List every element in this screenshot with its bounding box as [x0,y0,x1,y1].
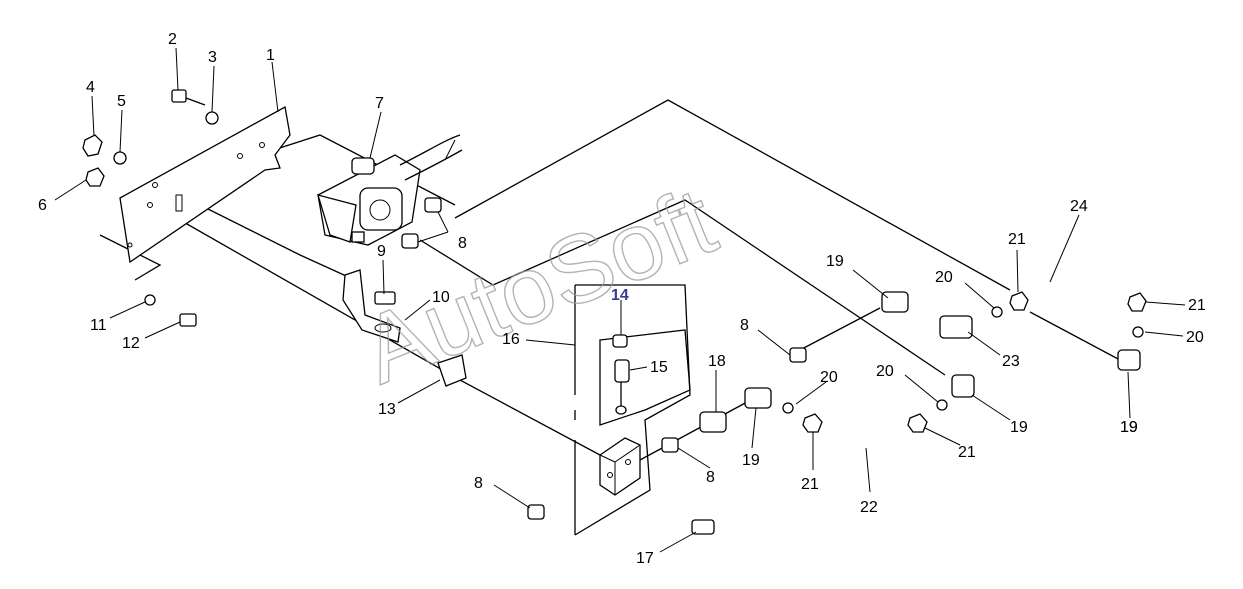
callout-label: 19 [742,452,760,469]
callout-label: 23 [1002,353,1020,370]
callout-label: 14 [611,287,629,304]
bracket-part [342,269,401,343]
callout-label: 11 [90,317,107,334]
hardware-fasteners [82,89,219,327]
callout-label: 9 [377,243,386,260]
callout-label: 4 [86,79,95,96]
small-bracket-part [437,354,467,387]
callout-label: 8 [474,475,483,492]
callout-label: 21 [1188,297,1206,314]
mounting-plate-part [119,105,291,264]
callout-label: 19 [826,253,844,270]
manifold-block-part [574,284,691,536]
callout-label: 2 [168,31,177,48]
callout-label: 8 [740,317,749,334]
long-tube-part [1036,249,1139,294]
callout-label: 6 [38,197,47,214]
callout-label: 22 [860,499,878,516]
callout-label: 8 [706,469,715,486]
callout-label: 18 [708,353,726,370]
callout-label: 13 [378,401,396,418]
relief-valve-part [599,329,691,426]
callout-label: 10 [432,289,450,306]
callout-label: 15 [650,359,668,376]
callout-label: 20 [1186,329,1204,346]
callout-label: 20 [820,369,838,386]
callout-label: 21 [958,444,976,461]
callout-label: 8 [458,235,467,252]
leader-lines [54,47,1186,553]
callout-label: 19 [1120,419,1138,436]
callout-label: 7 [375,95,384,112]
callout-label: 16 [502,331,520,348]
callout-label: 24 [1070,198,1088,215]
block-fittings [527,291,1147,535]
callout-label: 12 [122,335,140,352]
bent-tube-part [836,422,896,449]
callout-label: 19 [1010,419,1028,436]
valve-fittings [401,197,442,249]
callout-label: 20 [935,269,953,286]
callout-label: 3 [208,49,217,66]
callout-labels: 1 2 3 4 5 6 7 8 9 10 11 12 13 14 15 16 8… [38,31,1206,567]
callout-label: 21 [1008,231,1026,248]
callout-label: 1 [266,47,275,64]
callout-label: 5 [117,93,126,110]
callout-label: 20 [876,363,894,380]
callout-label: 19 [1120,419,1138,436]
callout-label: 21 [801,476,819,493]
callout-label: 17 [636,550,654,567]
control-valve-part [317,134,463,246]
